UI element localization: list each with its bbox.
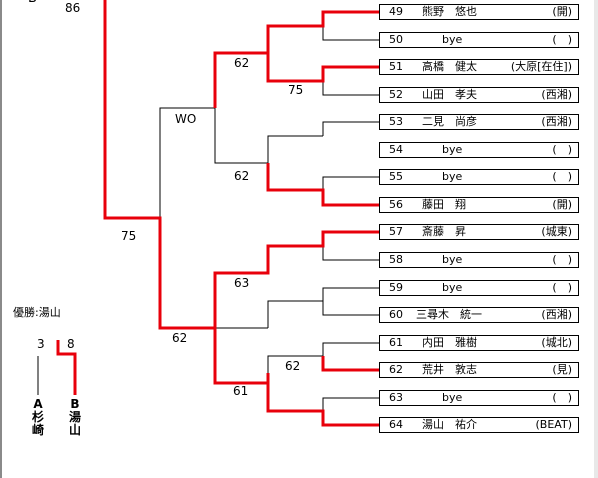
player-name: bye — [442, 253, 463, 266]
score-r1-51-52: 75 — [288, 83, 304, 97]
entry-row: 49 熊野 悠也 (開) — [379, 4, 579, 20]
player-club: ( ) — [552, 281, 572, 294]
player-club: (城東) — [541, 225, 572, 238]
entry-row: 62 荒井 敦志 (見) — [379, 362, 579, 378]
player-name: 藤田 翔 — [422, 198, 466, 211]
player-club: (城北) — [541, 336, 572, 349]
entry-row: 57 斎藤 昇 (城東) — [379, 224, 579, 240]
player-club: (大原[在住]) — [510, 60, 572, 73]
entry-row: 63 bye ( ) — [379, 390, 579, 406]
seed-number: 58 — [389, 253, 403, 266]
entry-row: 51 高橋 健太 (大原[在住]) — [379, 59, 579, 75]
score-r3-top: WO — [175, 112, 197, 126]
player-name: 内田 雅樹 — [422, 336, 477, 349]
top-score: 86 — [65, 1, 81, 15]
seed-number: 61 — [389, 336, 403, 349]
partial-heading: B — [28, 0, 37, 6]
player-name: bye — [442, 281, 463, 294]
player-name: 湯山 祐介 — [422, 418, 477, 431]
seed-number: 63 — [389, 391, 403, 404]
player-club: ( ) — [552, 391, 572, 404]
seed-number: 53 — [389, 115, 403, 128]
final-score-b: 8 — [67, 337, 75, 351]
round2-black-lines — [267, 135, 323, 373]
entry-row: 56 藤田 翔 (開) — [379, 197, 579, 213]
round1-black-lines — [322, 26, 380, 411]
player-club: ( ) — [552, 253, 572, 266]
score-r2-second: 62 — [234, 169, 250, 183]
entry-row: 50 bye ( ) — [379, 32, 579, 48]
player-club: (開) — [552, 5, 572, 18]
scrollbar-track[interactable] — [594, 0, 598, 478]
entry-row: 60 三尋木 統一 (西湘) — [379, 307, 579, 323]
player-club: ( ) — [552, 33, 572, 46]
player-name: bye — [442, 143, 463, 156]
entry-row: 54 bye ( ) — [379, 142, 579, 158]
player-club: ( ) — [552, 170, 572, 183]
score-r2-fourth: 61 — [233, 384, 249, 398]
player-club: (BEAT) — [535, 418, 572, 431]
final-score-a: 3 — [37, 337, 45, 351]
entry-row: 59 bye ( ) — [379, 280, 579, 296]
entry-row: 64 湯山 祐介 (BEAT) — [379, 417, 579, 433]
entry-row: 61 内田 雅樹 (城北) — [379, 335, 579, 351]
score-r2-top: 62 — [234, 56, 250, 70]
entry-row: 55 bye ( ) — [379, 169, 579, 185]
seed-number: 64 — [389, 418, 403, 431]
seed-number: 57 — [389, 225, 403, 238]
entry-row: 53 二見 尚彦 (西湘) — [379, 114, 579, 130]
player-name: 荒井 敦志 — [422, 363, 477, 376]
player-name: bye — [442, 391, 463, 404]
seed-number: 60 — [389, 308, 403, 321]
winner-line: 優勝:湯山 — [13, 306, 61, 319]
round3-black-lines — [214, 108, 268, 329]
seed-number: 59 — [389, 281, 403, 294]
seed-number: 51 — [389, 60, 403, 73]
player-club: (西湘) — [541, 308, 572, 321]
score-r3-bottom: 62 — [172, 331, 188, 345]
score-r1-61-62: 62 — [285, 359, 301, 373]
player-name: 斎藤 昇 — [422, 225, 466, 238]
round4-black-lines — [159, 107, 215, 218]
player-club: (西湘) — [541, 88, 572, 101]
player-club: (西湘) — [541, 115, 572, 128]
final-side-a-name: 杉崎 — [31, 410, 44, 437]
player-club: (開) — [552, 198, 572, 211]
player-name: bye — [442, 33, 463, 46]
seed-number: 50 — [389, 33, 403, 46]
final-side-b-letter: B — [70, 397, 80, 411]
player-name: 三尋木 統一 — [416, 308, 482, 321]
seed-number: 54 — [389, 143, 403, 156]
seed-number: 56 — [389, 198, 403, 211]
player-name: 熊野 悠也 — [422, 5, 477, 18]
final-side-a-letter: A — [33, 397, 43, 411]
seed-number: 52 — [389, 88, 403, 101]
entry-row: 52 山田 孝夫 (西湘) — [379, 87, 579, 103]
winner-red-lines — [56, 0, 380, 427]
seed-number: 55 — [389, 170, 403, 183]
player-club: (見) — [552, 363, 572, 376]
final-side-b-name: 湯山 — [68, 410, 81, 437]
player-name: 高橋 健太 — [422, 60, 477, 73]
window-left-edge — [0, 0, 2, 478]
player-club: ( ) — [552, 143, 572, 156]
score-semi: 75 — [121, 229, 137, 243]
player-name: 二見 尚彦 — [422, 115, 477, 128]
seed-number: 49 — [389, 5, 403, 18]
entry-row: 58 bye ( ) — [379, 252, 579, 268]
player-name: bye — [442, 170, 463, 183]
player-name: 山田 孝夫 — [422, 88, 477, 101]
score-r2-third: 63 — [234, 276, 250, 290]
seed-number: 62 — [389, 363, 403, 376]
